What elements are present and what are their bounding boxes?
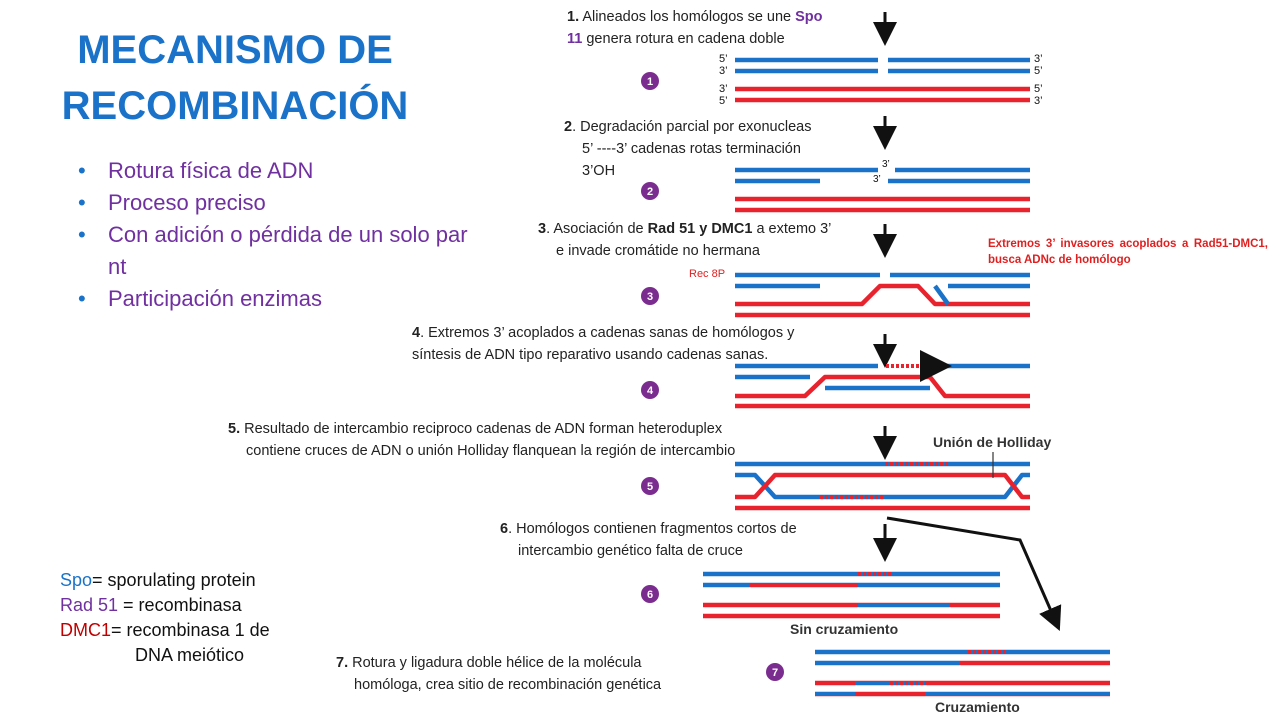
step-number: 5.	[228, 421, 241, 437]
step-text: a extemo 3’	[752, 221, 832, 237]
end-label: 3’	[719, 83, 728, 95]
step-badge-6: 6	[641, 585, 659, 603]
step-number: 6	[500, 521, 509, 537]
legend-key-rad51: Rad 51	[60, 595, 119, 615]
step-badge-2: 2	[641, 182, 659, 200]
step-3-text: 3. Asociación de Rad 51 y DMC1 a extemo …	[538, 218, 888, 262]
step-7-text: 7. Rotura y ligadura doble hélice de la …	[336, 652, 742, 696]
bullet-item: Rotura física de ADN	[78, 155, 478, 187]
svg-text:3: 3	[647, 291, 653, 303]
step-text: síntesis de ADN tipo reparativo usando c…	[412, 347, 769, 363]
legend-value-spo: = sporulating protein	[92, 570, 256, 590]
spo-term: Spo	[795, 9, 823, 25]
legend-key-dmc1: DMC1	[60, 620, 112, 640]
step-text: Rotura y ligadura doble hélice de la mol…	[348, 655, 642, 671]
step-text: Resultado de intercambio reciproco caden…	[240, 421, 723, 437]
bullet-list: Rotura física de ADN Proceso preciso Con…	[78, 155, 478, 315]
step-number: 4	[412, 325, 421, 341]
step-number: 1.	[567, 9, 580, 25]
svg-text:2: 2	[647, 186, 653, 198]
step-badge-5: 5	[641, 477, 659, 495]
step-text: 3’OH	[582, 163, 616, 179]
cruzamiento-label: Cruzamiento	[935, 699, 1020, 715]
sin-cruzamiento-label: Sin cruzamiento	[790, 621, 898, 637]
step-text: . Asociación de	[546, 221, 648, 237]
spo-term-cont: 11	[567, 31, 583, 47]
step-2-text: 2. Degradación parcial por exonucleas 5’…	[564, 116, 864, 182]
page-title: MECANISMO DE RECOMBINACIÓN	[30, 22, 440, 134]
step-text: genera rotura en cadena doble	[582, 31, 785, 47]
step-badge-4: 4	[641, 381, 659, 399]
legend-value-rad51: = recombinasa	[118, 595, 242, 615]
step-text: intercambio genético falta de cruce	[518, 543, 743, 559]
step-text: homóloga, crea sitio de recombinación ge…	[354, 677, 662, 693]
end-label: 5’	[1034, 65, 1043, 77]
end-label: 3’	[719, 65, 728, 77]
bullet-item: Con adición o pérdida de un solo par nt	[78, 219, 478, 283]
svg-text:1: 1	[647, 76, 653, 88]
end-label: 3’	[1034, 95, 1043, 107]
step-number: 2	[564, 119, 573, 135]
step-badge-7: 7	[766, 663, 784, 681]
title-line-1: MECANISMO DE	[77, 28, 393, 72]
abbreviation-legend: Spo= sporulating protein Rad 51 = recomb…	[60, 568, 270, 668]
legend-key-spo: Spo	[60, 570, 93, 590]
step-text: . Degradación parcial por exonucleas	[572, 119, 812, 135]
svg-text:6: 6	[647, 589, 653, 601]
step-text: . Homólogos contienen fragmentos cortos …	[508, 521, 797, 537]
end-label: 5’	[719, 53, 728, 65]
rad51-dmc1-term: Rad 51 y DMC1	[647, 221, 753, 237]
svg-text:4: 4	[647, 385, 654, 397]
step-4-text: 4. Extremos 3’ acoplados a cadenas sanas…	[412, 322, 862, 366]
step-text: 5’ ----3’ cadenas rotas terminación	[582, 141, 801, 157]
step-text: e invade cromátide no hermana	[556, 243, 760, 259]
legend-value-dmc1-cont: DNA meiótico	[135, 645, 245, 665]
bullet-item: Proceso preciso	[78, 187, 478, 219]
holliday-junction-label: Unión de Holliday	[933, 434, 1051, 450]
svg-text:7: 7	[772, 667, 778, 679]
bullet-item: Participación enzimas	[78, 283, 478, 315]
step-badge-1: 1	[641, 72, 659, 90]
legend-value-dmc1: = recombinasa 1 de	[111, 620, 270, 640]
step-text: . Extremos 3’ acoplados a cadenas sanas …	[420, 325, 795, 341]
svg-text:5: 5	[647, 481, 653, 493]
rec8p-label: Rec 8P	[689, 268, 726, 280]
step-number: 7.	[336, 655, 349, 671]
end-label: 3’	[1034, 53, 1043, 65]
step-1-text: 1. Alineados los homólogos se une Spo 11…	[567, 6, 887, 50]
invasive-ends-note: Extremos 3’ invasores acoplados a Rad51-…	[988, 238, 1268, 266]
step-arrow-7	[886, 516, 1062, 631]
title-line-2: RECOMBINACIÓN	[61, 84, 409, 128]
step-text: Alineados los homólogos se une	[579, 9, 796, 25]
step-number: 3	[538, 221, 547, 237]
end-label: 5’	[1034, 83, 1043, 95]
end-label: 3’	[873, 174, 881, 185]
step-5-text: 5. Resultado de intercambio reciproco ca…	[228, 418, 838, 462]
end-label: 3’	[882, 159, 890, 170]
step-text: contiene cruces de ADN o unión Holliday …	[246, 443, 736, 459]
step-6-text: 6. Homólogos contienen fragmentos cortos…	[500, 518, 860, 562]
end-label: 5’	[719, 95, 728, 107]
step-badge-3: 3	[641, 287, 659, 305]
